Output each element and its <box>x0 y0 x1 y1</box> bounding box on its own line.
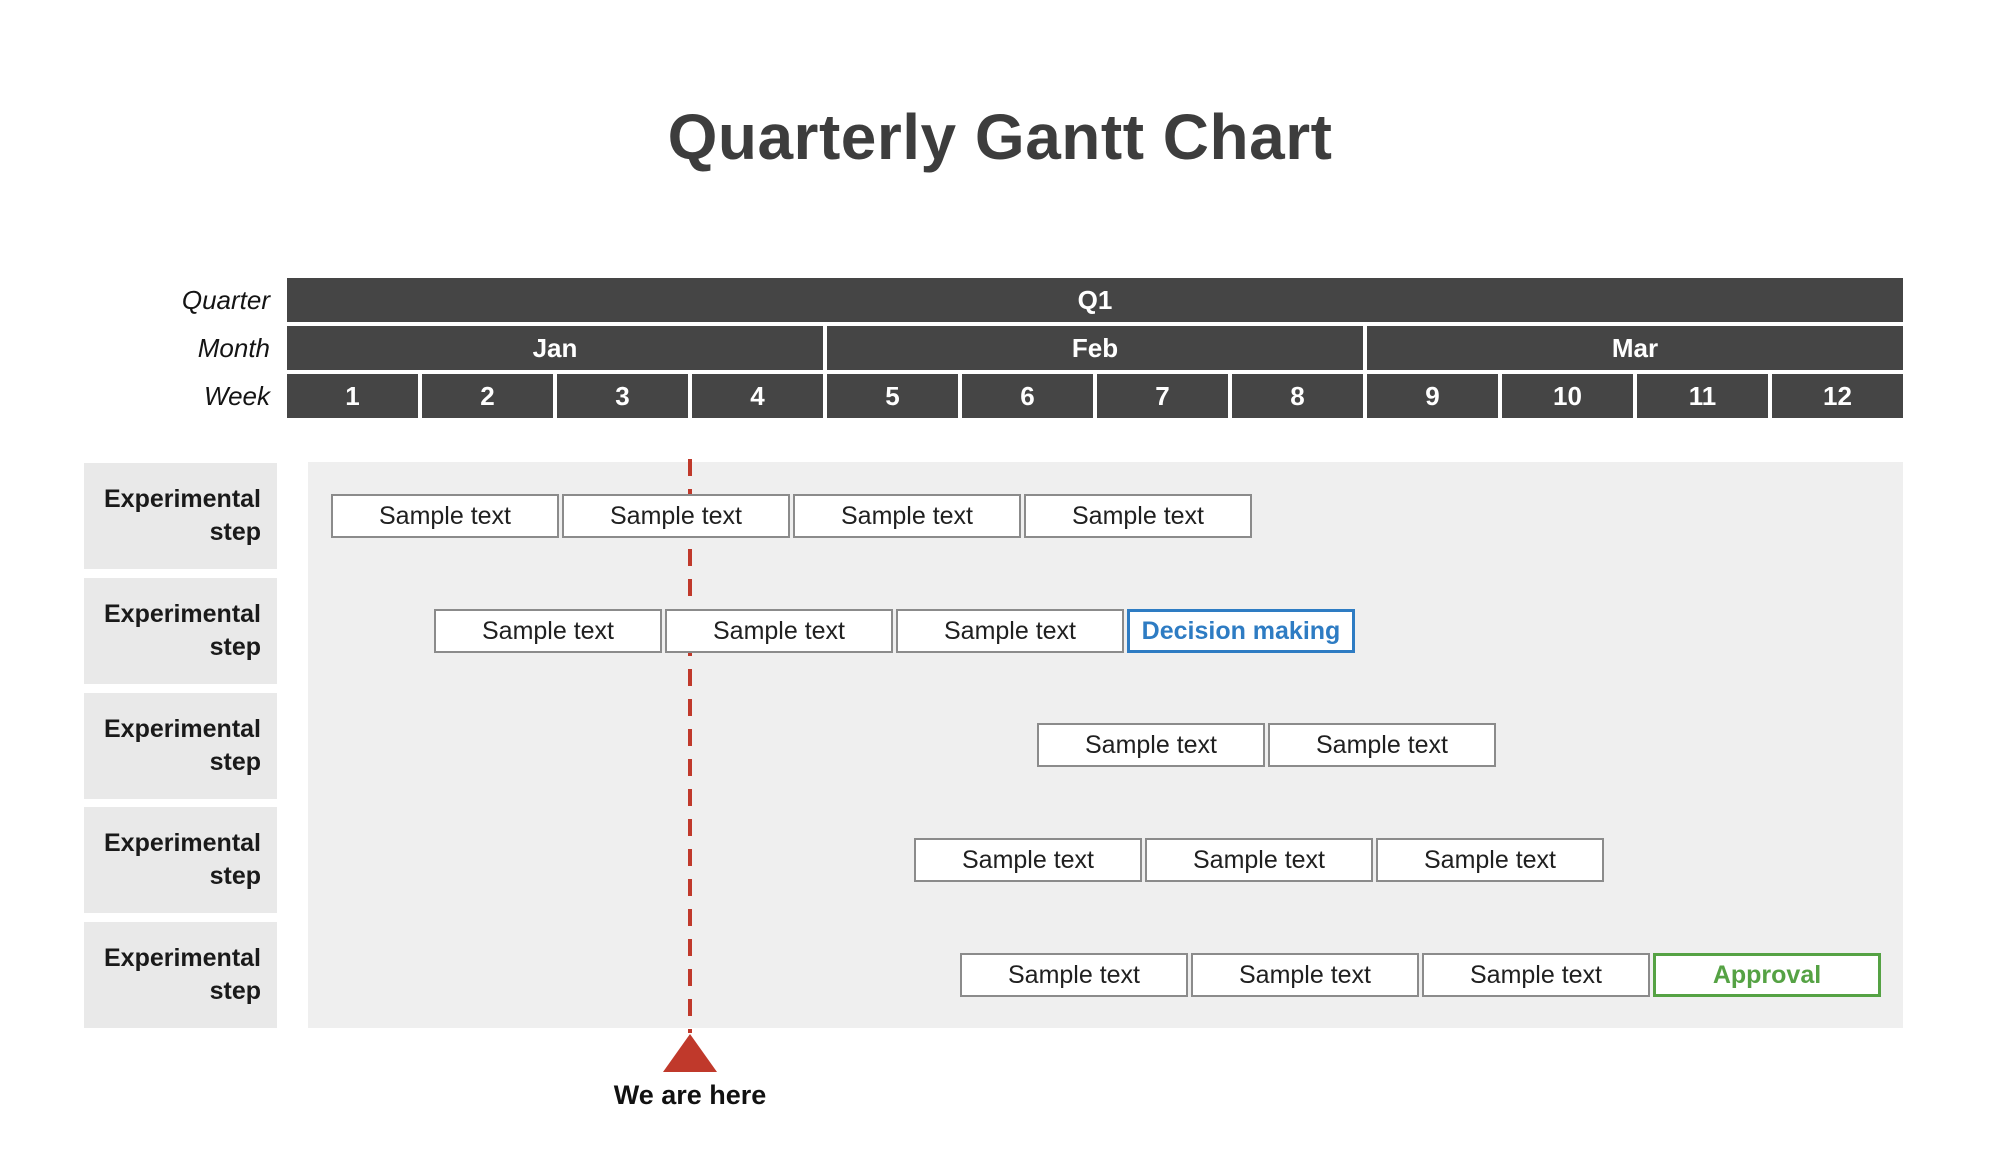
task-bar[interactable]: Sample text <box>1376 838 1604 882</box>
timeline-header: Q1 Jan Feb Mar 1 2 3 4 5 6 7 8 9 10 11 1… <box>287 278 1903 422</box>
week-cell-11: 11 <box>1637 374 1768 418</box>
page-title: Quarterly Gantt Chart <box>667 101 1333 173</box>
week-cell-7: 7 <box>1097 374 1228 418</box>
task-bar[interactable]: Sample text <box>331 494 559 538</box>
quarter-row: Q1 <box>287 278 1903 322</box>
task-bar[interactable]: Sample text <box>1145 838 1373 882</box>
task-bar[interactable]: Sample text <box>793 494 1021 538</box>
week-cell-5: 5 <box>827 374 958 418</box>
task-bar[interactable]: Sample text <box>1024 494 1252 538</box>
week-cell-1: 1 <box>287 374 418 418</box>
week-cell-2: 2 <box>422 374 553 418</box>
quarter-axis-label: Quarter <box>181 284 270 315</box>
month-axis-label: Month <box>197 332 270 363</box>
task-row-5-bars: Sample text Sample text Sample text Appr… <box>960 953 1881 997</box>
row-label-4: Experimental step <box>84 807 277 913</box>
week-cell-8: 8 <box>1232 374 1363 418</box>
row-label-5: Experimental step <box>84 922 277 1028</box>
task-bar[interactable]: Sample text <box>1422 953 1650 997</box>
month-cell-feb: Feb <box>827 326 1363 370</box>
month-cell-jan: Jan <box>287 326 823 370</box>
task-bar[interactable]: Sample text <box>896 609 1124 653</box>
task-bar[interactable]: Sample text <box>1268 723 1496 767</box>
week-cell-6: 6 <box>962 374 1093 418</box>
task-row-2-bars: Sample text Sample text Sample text Deci… <box>434 609 1355 653</box>
we-are-here-label: We are here <box>613 1080 767 1110</box>
month-cell-mar: Mar <box>1367 326 1903 370</box>
week-cell-4: 4 <box>692 374 823 418</box>
task-row-4-bars: Sample text Sample text Sample text <box>914 838 1604 882</box>
row-label-3: Experimental step <box>84 693 277 799</box>
task-bar[interactable]: Sample text <box>434 609 662 653</box>
quarter-cell: Q1 <box>287 278 1903 322</box>
task-bar[interactable]: Sample text <box>1037 723 1265 767</box>
row-label-1: Experimental step <box>84 463 277 569</box>
task-bar[interactable]: Sample text <box>562 494 790 538</box>
task-row-1-bars: Sample text Sample text Sample text Samp… <box>331 494 1252 538</box>
task-bar[interactable]: Sample text <box>914 838 1142 882</box>
week-cell-10: 10 <box>1502 374 1633 418</box>
task-bar[interactable]: Sample text <box>1191 953 1419 997</box>
approval-bar[interactable]: Approval <box>1653 953 1881 997</box>
week-cell-12: 12 <box>1772 374 1903 418</box>
axis-label-column: Quarter Month Week <box>0 278 270 422</box>
row-label-2: Experimental step <box>84 578 277 684</box>
week-row: 1 2 3 4 5 6 7 8 9 10 11 12 <box>287 374 1903 418</box>
task-bar[interactable]: Sample text <box>960 953 1188 997</box>
week-axis-label: Week <box>204 380 270 411</box>
decision-making-bar[interactable]: Decision making <box>1127 609 1355 653</box>
task-bar[interactable]: Sample text <box>665 609 893 653</box>
month-row: Jan Feb Mar <box>287 326 1903 370</box>
week-cell-3: 3 <box>557 374 688 418</box>
week-cell-9: 9 <box>1367 374 1498 418</box>
current-date-line <box>688 459 692 1033</box>
we-are-here-triangle-icon <box>663 1034 717 1072</box>
task-row-3-bars: Sample text Sample text <box>1037 723 1496 767</box>
